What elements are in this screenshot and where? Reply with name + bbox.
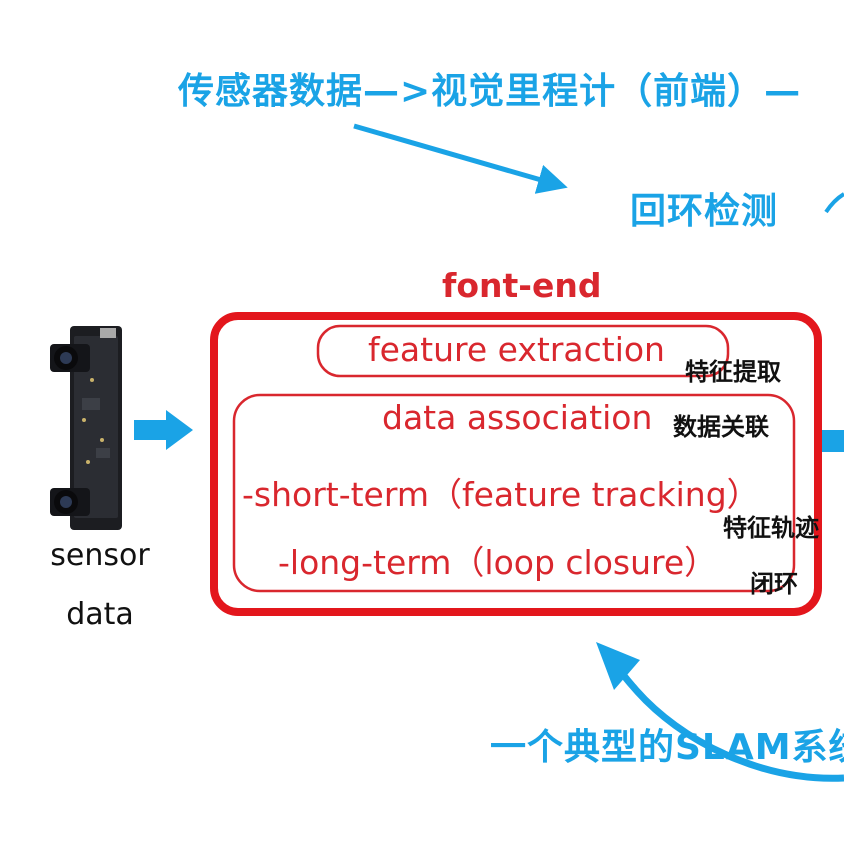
data-association-note: 数据关联	[673, 413, 769, 441]
short-term-label: -short-term（feature tracking）	[242, 475, 760, 514]
stereo-camera-image	[50, 326, 122, 530]
long-term-label: -long-term（loop closure）	[278, 543, 718, 582]
lower-lens-icon	[50, 488, 90, 516]
frontend-to-backend-arrow	[822, 430, 844, 452]
pipeline-heading: 传感器数据—>视觉里程计（前端）—	[178, 71, 802, 112]
bottom-arrow-head	[596, 642, 640, 690]
feature-extraction-note: 特征提取	[685, 358, 781, 386]
sensor-label: sensor	[50, 538, 150, 573]
sensor-to-frontend-arrow	[134, 410, 193, 450]
upper-lens-icon	[50, 344, 90, 372]
frontend-title: font-end	[442, 266, 602, 305]
data-association-box	[232, 393, 796, 593]
loop-curve-fragment	[824, 192, 844, 214]
feature-extraction-label: feature extraction	[368, 330, 665, 369]
frontend-box	[210, 312, 822, 616]
slam-system-heading: 一个典型的SLAM系统	[490, 727, 844, 768]
feature-extraction-box	[316, 324, 730, 378]
top-diagonal-arrow	[353, 123, 568, 194]
feature-tracking-note: 特征轨迹	[723, 514, 819, 542]
loop-detection-heading: 回环检测	[630, 191, 779, 232]
data-association-label: data association	[382, 398, 653, 437]
loop-closure-note: 闭环	[750, 570, 798, 598]
data-label: data	[66, 597, 134, 632]
